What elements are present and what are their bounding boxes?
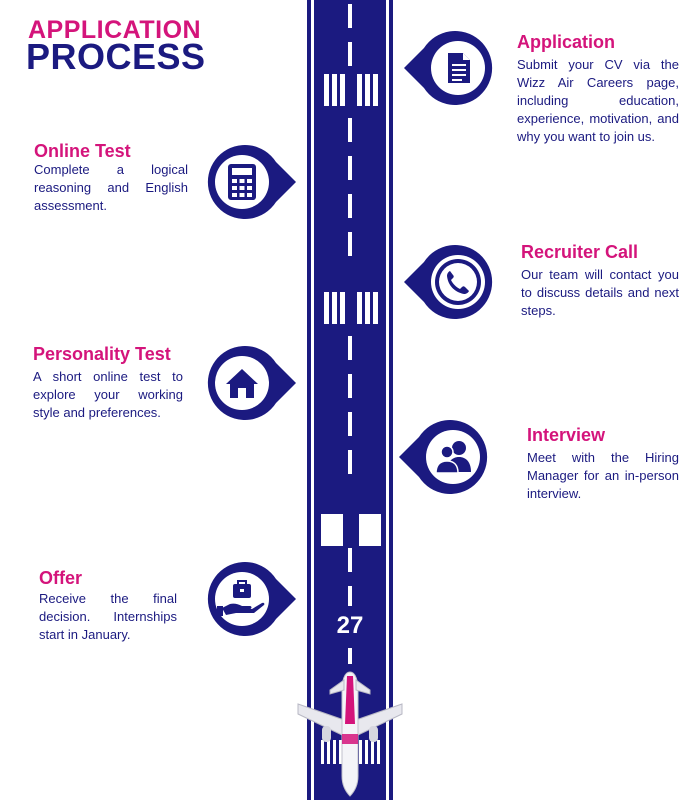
touchdown-marks-2 [324, 292, 378, 324]
document-icon [448, 53, 470, 83]
aiming-point-marks [321, 514, 381, 546]
runway-centerline [348, 4, 352, 664]
phone-icon [447, 271, 469, 294]
step-offer-title: Offer [39, 568, 83, 588]
step-personality-test-marker [207, 346, 296, 420]
step-offer-desc: Receive the final decision. Internships … [39, 591, 177, 642]
runway-number: 27 [336, 612, 364, 639]
step-online-test-desc: Complete a logical reasoning and English… [34, 162, 188, 213]
step-online-test-marker [207, 145, 296, 219]
runway-edge-right [386, 0, 389, 800]
briefcase-hand-icon [217, 580, 265, 616]
runway: 27 [307, 0, 393, 800]
step-interview-desc: Meet with the Hiring Manager for an in-p… [527, 450, 679, 501]
home-icon [226, 369, 258, 398]
step-application-title: Application [517, 32, 615, 52]
step-personality-test-desc: A short online test to explore your work… [33, 369, 183, 420]
people-icon [435, 441, 471, 474]
touchdown-marks-1 [324, 74, 378, 106]
step-interview-title: Interview [527, 425, 606, 445]
runway-markings [311, 0, 389, 800]
airplane-icon [297, 671, 403, 797]
step-application-marker [404, 31, 493, 105]
step-recruiter-call-desc: Our team will contact you to discuss det… [521, 267, 679, 318]
calculator-icon [228, 164, 256, 200]
page-title-line2: PROCESS [26, 36, 206, 77]
runway-edge-left [311, 0, 314, 800]
step-application-desc: Submit your CV via the Wizz Air Careers … [517, 57, 679, 144]
step-personality-test-title: Personality Test [33, 344, 171, 364]
page-title-line1: APPLICATION [28, 16, 202, 44]
step-offer-marker [207, 562, 296, 636]
step-recruiter-call-title: Recruiter Call [521, 242, 639, 262]
threshold-bars [321, 740, 380, 764]
step-online-test-title: Online Test [34, 141, 131, 161]
step-recruiter-call-marker [404, 245, 493, 319]
step-interview-marker [399, 420, 488, 494]
